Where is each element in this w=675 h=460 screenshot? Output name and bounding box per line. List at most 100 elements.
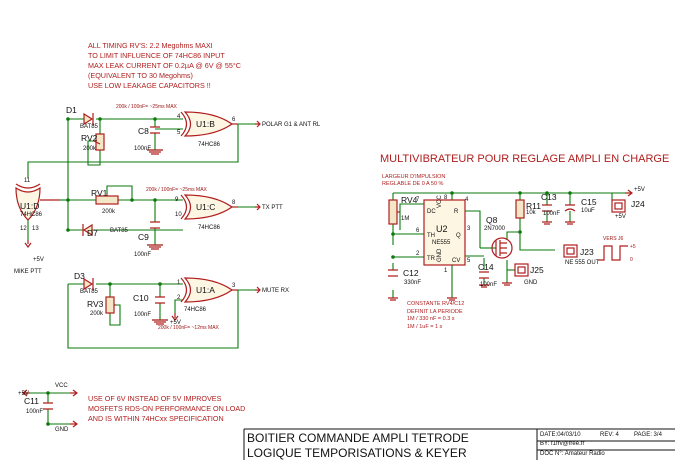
pin-u2-4: 4 (465, 197, 469, 203)
gate-u1b (180, 111, 238, 137)
label-u1c: U1:C (196, 202, 215, 212)
net-ne555out: NE 555 OUT (565, 260, 600, 266)
pot-rv3 (105, 296, 116, 314)
title-date: DATE:04/03/10 (540, 432, 581, 438)
pin-u2-3: 3 (467, 226, 471, 232)
pin-u1d-12: 12 (20, 226, 27, 232)
label-c8-val: 100nF (134, 146, 151, 152)
resistor-r11 (515, 199, 525, 219)
label-u2-val: NE555 (432, 240, 451, 246)
pin-u2-vcc: VCC (437, 195, 443, 208)
pot-rv4 (388, 199, 400, 225)
label-rv1: RV1 (91, 188, 108, 198)
label-d3-val: BAT85 (80, 289, 99, 295)
pin-u2-1: 1 (444, 268, 448, 274)
timing-note: ALL TIMING RV'S: 2.2 Megohms MAXI TO LIM… (88, 41, 241, 90)
net-txptt: TX PTT (262, 205, 283, 211)
label-c10-val: 100nF (134, 312, 151, 318)
label-d1-val: BAT85 (80, 124, 99, 130)
pin-u1c-9: 9 (175, 197, 179, 203)
net-plus5-rail: +5V (634, 187, 645, 193)
net-gnd-j25: GND (524, 280, 538, 286)
label-d1: D1 (66, 105, 77, 115)
label-rv3: RV3 (87, 299, 104, 309)
label-rv4-val: 1M (401, 216, 409, 222)
pin-u2-5: 5 (467, 258, 471, 264)
pin-u2-th: TH (427, 233, 435, 239)
label-u1c-val: 74HC86 (198, 225, 221, 231)
junctions (46, 117, 572, 426)
label-rv3-val: 200k (90, 311, 104, 317)
diode-d7 (82, 223, 93, 237)
title-block-frame (243, 428, 675, 460)
label-c15-val: 10uF (581, 208, 595, 214)
pin-u1c-8: 8 (232, 200, 236, 206)
title-line2: LOGIQUE TEMPORISATIONS & KEYER (247, 446, 467, 460)
pin-u1b-4: 4 (177, 114, 181, 120)
label-u1d-val: 74HC86 (20, 212, 43, 218)
label-u2: U2 (436, 224, 448, 234)
gate-u1a (180, 277, 238, 303)
label-q8: Q8 (486, 215, 498, 225)
label-u1b-val: 74HC86 (198, 142, 221, 148)
net-plus5-c11: +5V (18, 391, 29, 397)
pin-u2-7: 7 (416, 197, 420, 203)
pin-u1a-3: 3 (232, 283, 236, 289)
pin-u1c-10: 10 (175, 212, 182, 218)
net-gnd-c11: GND (55, 427, 69, 433)
label-c10: C10 (133, 293, 149, 303)
title-by: BY: f1frv@free.fr (540, 441, 585, 447)
output-arrows (255, 120, 261, 294)
label-d3: D3 (74, 271, 85, 281)
label-d7-val: BAT85 (110, 228, 129, 234)
label-rv2-val: 200k (83, 146, 97, 152)
net-muterx: MUTE RX (262, 288, 289, 294)
label-u1d: U1:D (20, 201, 39, 211)
pin-u2-r: R (454, 209, 459, 215)
label-c11: C11 (24, 396, 39, 406)
pin-u1b-5: 5 (177, 130, 181, 136)
label-c8: C8 (138, 126, 149, 136)
label-timing-ub: 200k / 100nF= ~25ms MAX (116, 104, 178, 110)
label-timing-uc: 200k / 100nF= ~25ms MAX (146, 187, 208, 193)
label-j24: J24 (631, 199, 645, 209)
pot-rv2 (93, 133, 105, 151)
title-doc: DOC N°: Amateur Radio (540, 451, 605, 457)
label-r11-val: 10k (526, 210, 537, 216)
diode-d1 (83, 112, 94, 126)
ne555-chip (423, 199, 466, 266)
label-c11-val: 100nF (26, 409, 43, 415)
label-c9-val: 100nF (134, 252, 151, 258)
pin-u1d-13: 13 (32, 226, 39, 232)
impulse-note: LARGEUR D'IMPULSION REGLABLE DE 0 A 50 % (382, 174, 446, 187)
pin-u2-tr: TR (427, 256, 436, 262)
pin-u2-6: 6 (416, 228, 420, 234)
label-timing-ua: 200k / 100nF= ~12ms MAX (158, 325, 220, 331)
title-line1: BOITIER COMMANDE AMPLI TETRODE (247, 431, 469, 445)
pin-u2-8: 8 (444, 195, 448, 201)
net-plus5-u1d: +5V (33, 257, 44, 263)
pin-u1b-6: 6 (232, 117, 236, 123)
diode-d3 (83, 277, 94, 291)
label-u1a: U1:A (196, 285, 215, 295)
label-rv1-val: 200k (102, 209, 116, 215)
net-mikeptt: MIKE PTT (14, 269, 42, 275)
pin-u2-dc: DC (427, 209, 436, 215)
label-c13-val: 100nF (543, 211, 560, 217)
gate-u1c (180, 194, 238, 220)
label-r11: R11 (526, 201, 541, 211)
label-c15: C15 (581, 197, 597, 207)
label-u1b: U1:B (196, 119, 215, 129)
mosfet-q8 (491, 237, 513, 259)
label-j25: J25 (530, 265, 544, 275)
label-rv2: RV2 (81, 133, 98, 143)
label-c9: C9 (138, 232, 149, 242)
capacitors (43, 126, 576, 410)
label-c14-val: 100nF (480, 282, 497, 288)
net-vcc-c11: VCC (55, 383, 68, 389)
wires (27, 118, 625, 425)
label-c14: C14 (478, 262, 494, 272)
label-q8-val: 2N7000 (484, 226, 506, 232)
